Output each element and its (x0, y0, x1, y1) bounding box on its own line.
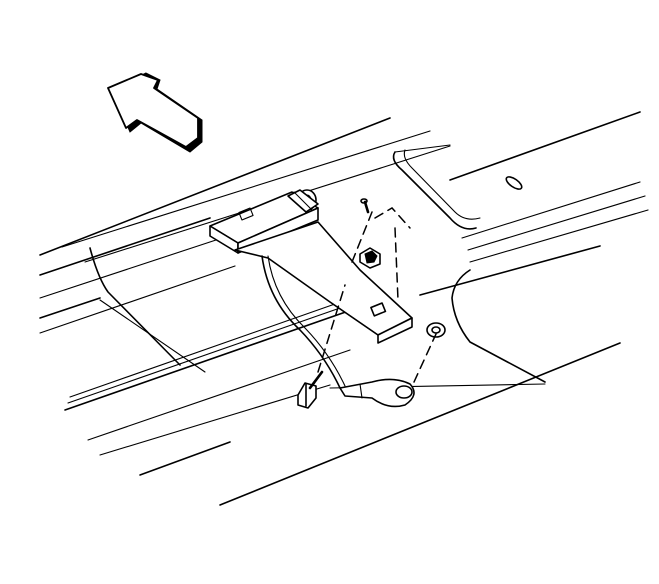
ground-hole (426, 322, 446, 338)
floor-slot (505, 176, 523, 190)
harness-wire (261, 255, 341, 389)
direction-arrow-icon (107, 72, 203, 153)
push-clip-icon (360, 198, 370, 214)
ground-terminal-icon (339, 378, 415, 408)
floor-panel-lines (39, 111, 649, 506)
installation-guide-lines (317, 211, 437, 383)
bolt-icon (297, 370, 324, 409)
floor-cutout (374, 207, 411, 301)
harness-wire-second (267, 255, 346, 387)
nut-icon (359, 247, 381, 269)
mounting-bracket-icon (234, 221, 413, 344)
